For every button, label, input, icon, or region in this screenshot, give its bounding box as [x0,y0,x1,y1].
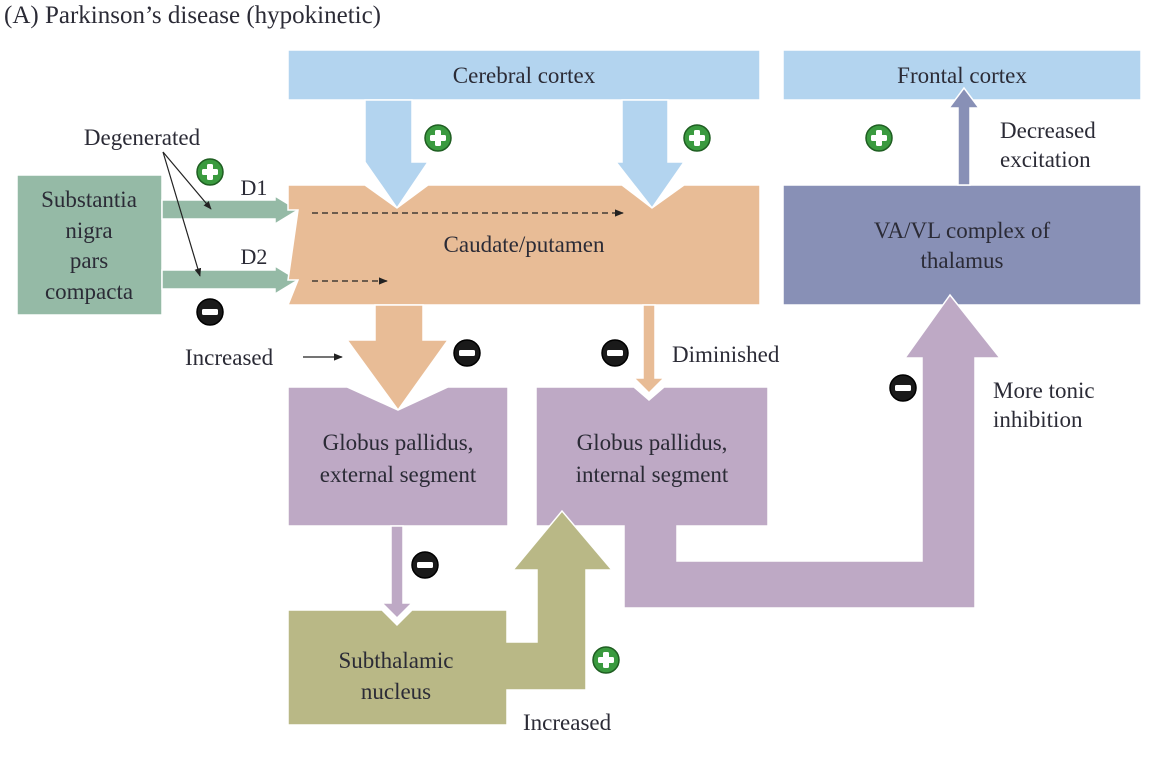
more-tonic-line-2: inhibition [993,407,1083,432]
cortex-to-striatum-arrow-1 [364,99,430,210]
gpe-to-stn-arrow [380,525,414,620]
cerebral-cortex-label: Cerebral cortex [453,63,596,88]
gpi-node: Globus pallidus, internal segment [535,293,1002,609]
increased-gpe-label: Increased [185,345,274,370]
minus-circle-icon [196,298,224,326]
nigra-line-4: compacta [45,279,133,304]
substantia-nigra-node: Substantia nigra pars compacta [16,174,163,316]
diminished-label: Diminished [672,342,780,367]
caudate-putamen-label: Caudate/putamen [444,232,605,257]
degenerated-label: Degenerated [84,125,201,150]
caudate-putamen-node: Caudate/putamen [286,184,761,306]
striatum-to-gpe-arrow [345,304,450,412]
gpe-line-1: Globus pallidus, [323,430,474,455]
degenerated-pointer-d2 [162,151,202,277]
plus-circle-icon [424,124,452,152]
thalamus-node: VA/VL complex of thalamus [782,184,1142,306]
minus-circle-icon [601,339,629,367]
stn-line-1: Subthalamic [339,648,454,673]
decreased-excitation-line-1: Decreased [1000,118,1096,143]
plus-circle-icon [865,124,893,152]
striatum-to-gpi-arrow [632,304,666,395]
gpi-line-2: internal segment [576,462,729,487]
thalamus-to-frontal-arrow [947,86,981,186]
gpi-line-1: Globus pallidus, [577,430,728,455]
thalamus-line-1: VA/VL complex of [874,218,1051,243]
figure-title: (A) Parkinson’s disease (hypokinetic) [4,2,382,29]
decreased-excitation-line-2: excitation [1000,147,1091,172]
increased-stn-label: Increased [523,710,612,735]
plus-circle-icon [592,646,620,674]
d1-pathway-arrow [161,194,300,226]
nigra-line-3: pars [70,248,108,273]
d2-label: D2 [241,244,268,269]
minus-circle-icon [889,374,917,402]
stn-line-2: nucleus [361,679,431,704]
d2-pathway-arrow [161,264,300,296]
nigra-line-1: Substantia [41,187,137,212]
gpe-node: Globus pallidus, external segment [287,386,509,527]
plus-circle-icon [683,124,711,152]
plus-circle-icon [196,158,224,186]
frontal-cortex-node: Frontal cortex [782,49,1142,101]
stn-node: Subthalamic nucleus [287,509,614,726]
gpe-line-2: external segment [320,462,477,487]
thalamus-line-2: thalamus [920,248,1003,273]
minus-circle-icon [411,551,439,579]
frontal-cortex-label: Frontal cortex [897,63,1027,88]
cerebral-cortex-node: Cerebral cortex [287,49,761,101]
more-tonic-line-1: More tonic [993,378,1095,403]
cortex-to-striatum-arrow-2 [614,99,686,210]
minus-circle-icon [453,339,481,367]
degenerated-pointer-d1 [162,151,212,210]
d1-label: D1 [241,175,268,200]
nigra-line-2: nigra [65,218,112,243]
